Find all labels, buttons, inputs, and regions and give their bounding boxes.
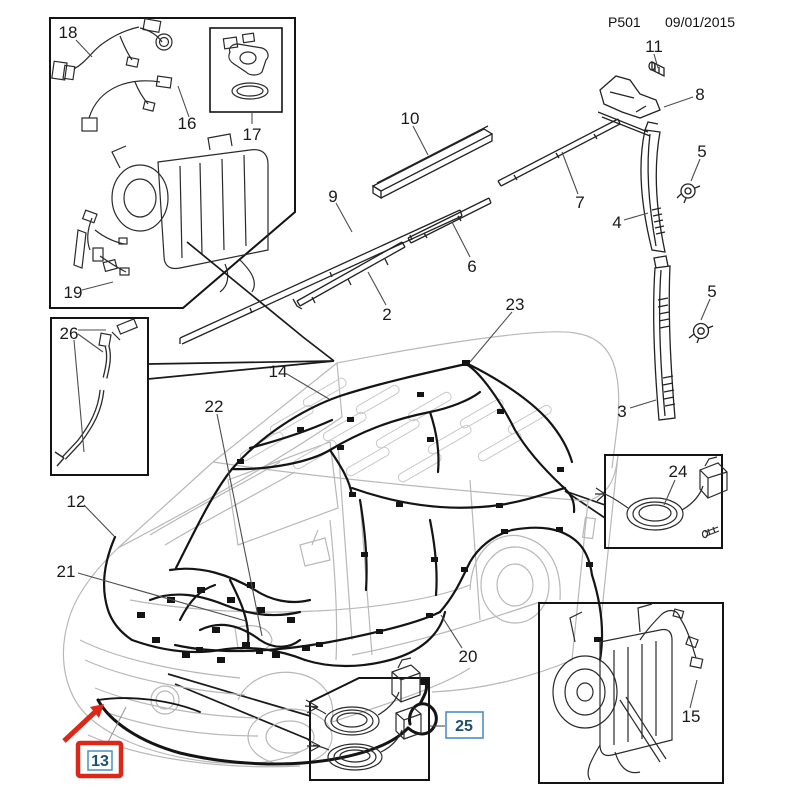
harness-connectors: [137, 360, 601, 685]
van-rear-door-line: [600, 454, 619, 621]
detail-box-26: [50, 317, 149, 476]
callout-22[interactable]: 22: [205, 397, 224, 416]
van-illustration: [62, 331, 620, 768]
part-5a-clip: [676, 183, 701, 204]
box26-locator-line-2: [147, 360, 335, 380]
callout-21[interactable]: 21: [57, 562, 76, 581]
callout-17[interactable]: 17: [243, 125, 262, 144]
van-door-window: [227, 441, 339, 546]
hvac-unit-drawing: [111, 133, 269, 293]
van-rocker: [331, 667, 471, 723]
detail-box-15: [538, 602, 724, 784]
detail-box-25: [304, 657, 430, 781]
van-grille-lower: [94, 687, 259, 737]
callout-15[interactable]: 15: [682, 707, 701, 726]
part-5b-clip: [688, 322, 714, 344]
part-24-cable: [595, 456, 728, 539]
van-windshield: [117, 362, 343, 549]
highlighted-callout-25[interactable]: 25: [445, 711, 484, 739]
callout-10[interactable]: 10: [401, 109, 420, 128]
van-door-line: [329, 519, 338, 661]
callout-13[interactable]: 13: [91, 753, 109, 770]
hvac-box-locator-line: [186, 241, 335, 362]
callout-14[interactable]: 14: [269, 362, 288, 381]
callout-5a[interactable]: 5: [697, 142, 706, 161]
van-rear-wheel-inner: [496, 563, 534, 607]
part-10-rail: [371, 125, 494, 200]
part-3-trim: [652, 255, 676, 421]
box26-locator-line-1: [147, 360, 335, 365]
callout-25[interactable]: 25: [455, 718, 473, 735]
callout-11[interactable]: 11: [645, 37, 663, 56]
pillar-parts: [597, 60, 714, 421]
callout-8[interactable]: 8: [695, 85, 704, 104]
van-taillight: [581, 516, 597, 540]
part-18-harness: [51, 17, 173, 81]
part-25-cables: [304, 657, 422, 771]
van-grille-upper: [79, 639, 246, 696]
van-b-pillar: [337, 443, 353, 641]
roof-harness: [174, 362, 576, 570]
van-roof-far-edge: [336, 331, 620, 469]
sub-box-17: [209, 27, 283, 113]
callout-6[interactable]: 6: [467, 257, 476, 276]
bumper-harness: [96, 681, 438, 766]
detail-box-hvac-border: [49, 17, 296, 309]
highlight-arrow-icon: [62, 704, 104, 743]
detail-box-hvac: [49, 17, 296, 309]
callout-16[interactable]: 16: [178, 114, 197, 133]
part-9-rail: [179, 209, 463, 345]
van-front-wheel-inner: [265, 720, 315, 754]
van-roof-ribs: [239, 377, 552, 483]
callout-24[interactable]: 24: [669, 462, 688, 481]
van-roof-front-edge: [212, 362, 338, 463]
van-sill-line: [351, 601, 541, 656]
figure-code: P501: [608, 14, 641, 30]
body-harness: [102, 486, 604, 668]
van-wipers: [149, 461, 296, 546]
part-7-rail: [497, 118, 621, 187]
callout-12[interactable]: 12: [67, 492, 86, 511]
part-8-bracket: [597, 75, 661, 137]
van-mirror: [299, 529, 331, 567]
hvac-box-contents: [51, 17, 283, 293]
callout-7[interactable]: 7: [575, 193, 584, 212]
callout-5b[interactable]: 5: [707, 282, 716, 301]
box25-locator-line-2: [174, 683, 311, 741]
part-19-harness: [73, 209, 130, 276]
part-16-harness: [81, 75, 173, 132]
van-rear-wheel-arch: [469, 534, 561, 601]
box24-locator-line-1: [564, 490, 606, 506]
part-26-tubes: [54, 318, 138, 467]
van-a-pillar: [117, 461, 214, 549]
part-2-rail: [292, 241, 406, 310]
callout-26[interactable]: 26: [60, 324, 79, 343]
callout-23[interactable]: 23: [506, 295, 525, 314]
callout-13-blue-box: [87, 750, 113, 771]
part-6-rail: [407, 197, 492, 244]
figure-date: 09/01/2015: [665, 14, 735, 30]
callout-19[interactable]: 19: [64, 283, 83, 302]
van-front-wheel-arch: [237, 671, 334, 723]
part-11-bolt: [648, 60, 665, 78]
wiring-harnesses: [96, 362, 604, 766]
rail-parts: [179, 118, 621, 345]
highlighted-callout-13[interactable]: 13: [75, 740, 124, 779]
callout-4[interactable]: 4: [612, 213, 621, 232]
callout-9[interactable]: 9: [328, 187, 337, 206]
van-rear-wheel: [480, 546, 550, 624]
callout-2[interactable]: 2: [382, 305, 391, 324]
van-hood-edge: [67, 547, 119, 623]
part-15-blower: [552, 603, 704, 781]
callout-20[interactable]: 20: [459, 647, 478, 666]
callout-3[interactable]: 3: [617, 402, 626, 421]
detail-box-24: [595, 454, 728, 549]
van-body-crease: [129, 584, 471, 613]
part-4-trim: [640, 121, 666, 253]
leader-lines: [73, 39, 711, 745]
callout-18[interactable]: 18: [59, 23, 78, 42]
